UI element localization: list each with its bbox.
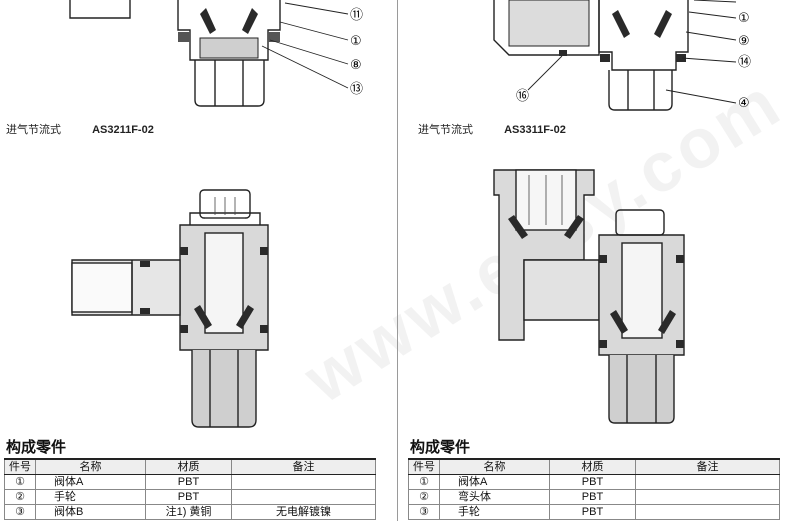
callouts-right: ① ⑨ ⑭ ④ ⑯ [516, 11, 751, 111]
svg-text:⑯: ⑯ [516, 89, 529, 104]
header-part-no: 件号 [4, 458, 36, 475]
svg-text:①: ① [738, 11, 750, 26]
cell-part-no: ② [4, 489, 36, 505]
cell-remark [231, 489, 376, 505]
header-remark: 备注 [231, 458, 376, 475]
figure-label-right: 进气节流式 AS3311F-02 [418, 121, 566, 137]
cell-remark [635, 474, 780, 490]
parts-table-header: 件号 名称 材质 备注 [4, 458, 376, 475]
panel-divider [397, 0, 398, 521]
table-row: ① 阀体A PBT [4, 474, 376, 490]
cell-name: 阀体A [35, 474, 146, 490]
cell-remark: 无电解镀镍 [231, 504, 376, 520]
left-panel: ⑪ ① ⑧ ⑬ 进气节流式 AS3211F-02 [0, 0, 392, 521]
callouts-left: ⑪ ① ⑧ ⑬ [350, 8, 363, 97]
figure-label-left: 进气节流式 AS3211F-02 [6, 121, 154, 137]
table-row: ③ 阀体B 注1) 黄铜 无电解镀镍 [4, 504, 376, 520]
table-row: ② 手轮 PBT [4, 489, 376, 505]
cell-part-no: ③ [4, 504, 36, 520]
parts-title-right: 构成零件 [410, 439, 471, 456]
header-name: 名称 [439, 458, 550, 475]
cell-material: PBT [549, 474, 636, 490]
cell-remark [635, 504, 780, 520]
cell-name: 手轮 [35, 489, 146, 505]
cell-name: 阀体B [35, 504, 146, 520]
cell-material: 注1) 黄铜 [145, 504, 232, 520]
cell-material: PBT [549, 489, 636, 505]
cell-material: PBT [145, 474, 232, 490]
parts-table-header: 件号 名称 材质 备注 [408, 458, 780, 475]
figure-model: AS3211F-02 [92, 124, 154, 136]
cell-part-no: ① [408, 474, 440, 490]
table-row: ① 阀体A PBT [408, 474, 780, 490]
cell-name: 手轮 [439, 504, 550, 520]
header-name: 名称 [35, 458, 146, 475]
table-row: ③ 手轮 PBT [408, 504, 780, 520]
cell-part-no: ③ [408, 504, 440, 520]
cell-part-no: ② [408, 489, 440, 505]
table-row: ② 弯头体 PBT [408, 489, 780, 505]
cell-material: PBT [145, 489, 232, 505]
figure-kind: 进气节流式 [6, 124, 61, 136]
figure-kind: 进气节流式 [418, 124, 473, 136]
svg-text:①: ① [350, 34, 362, 49]
cell-name: 弯头体 [439, 489, 550, 505]
svg-text:⑭: ⑭ [738, 55, 751, 70]
svg-text:⑧: ⑧ [350, 58, 362, 73]
svg-text:④: ④ [738, 96, 750, 111]
parts-title-left: 构成零件 [6, 439, 67, 456]
drawing-as3211f-top: ⑪ ① ⑧ ⑬ [69, 0, 363, 107]
drawing-as3211f-bottom [71, 189, 269, 428]
parts-table-left: 件号 名称 材质 备注 ① 阀体A PBT ② 手轮 PBT ③ 阀体B 注1)… [4, 458, 376, 520]
parts-table-right: 件号 名称 材质 备注 ① 阀体A PBT ② 弯头体 PBT ③ 手轮 PBT [408, 458, 780, 520]
cell-name: 阀体A [439, 474, 550, 490]
svg-text:⑪: ⑪ [350, 8, 363, 23]
header-material: 材质 [145, 458, 232, 475]
right-panel: ① ⑨ ⑭ ④ ⑯ 进气节流式 AS3311F-02 [404, 0, 790, 521]
cell-remark [231, 474, 376, 490]
header-remark: 备注 [635, 458, 780, 475]
drawing-as3311f-bottom [493, 169, 685, 424]
figure-model: AS3311F-02 [504, 124, 566, 136]
drawing-as3311f-top: ① ⑨ ⑭ ④ ⑯ [493, 0, 751, 111]
svg-text:⑨: ⑨ [738, 34, 750, 49]
header-part-no: 件号 [408, 458, 440, 475]
cell-part-no: ① [4, 474, 36, 490]
svg-text:⑬: ⑬ [350, 82, 363, 97]
cell-remark [635, 489, 780, 505]
header-material: 材质 [549, 458, 636, 475]
cell-material: PBT [549, 504, 636, 520]
